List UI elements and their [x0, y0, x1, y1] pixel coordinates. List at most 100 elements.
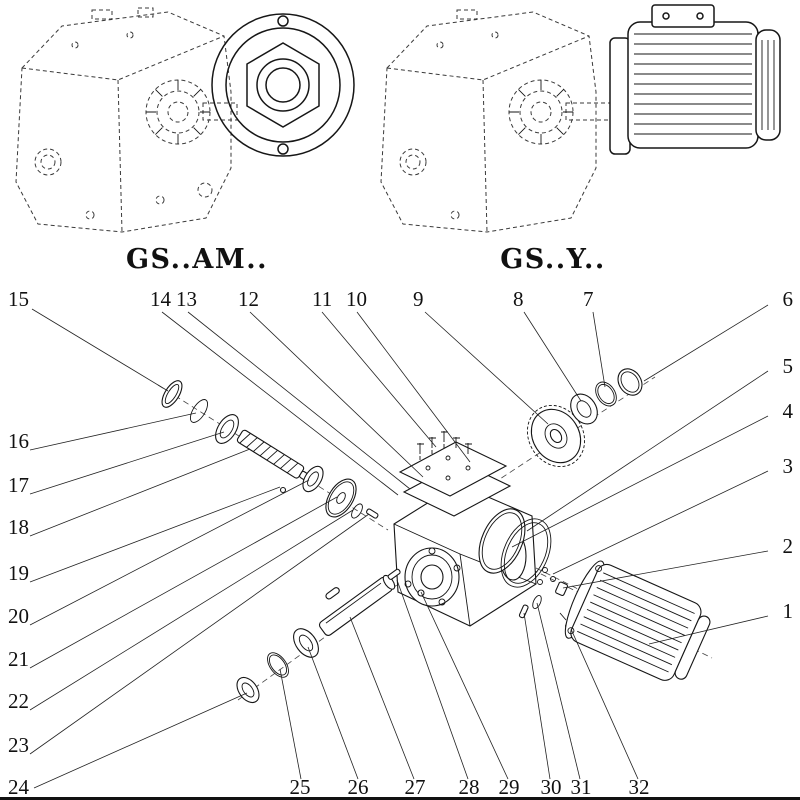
callout-27: 27 [405, 775, 426, 799]
motor-y-drawing [609, 4, 781, 155]
leader-line-7 [592, 311, 606, 388]
bearing-17 [215, 414, 239, 444]
callout-1: 1 [783, 599, 794, 623]
callout-9: 9 [413, 287, 424, 311]
pin-19 [279, 486, 287, 494]
leader-line-6 [643, 304, 769, 382]
callout-17: 17 [8, 473, 29, 497]
callout-15: 15 [8, 287, 29, 311]
leader-line-32 [570, 628, 639, 780]
callout-10: 10 [346, 287, 367, 311]
leader-line-10 [356, 311, 471, 463]
gearbox-am-hub-hatch [146, 80, 210, 144]
callout-6: 6 [783, 287, 794, 311]
leader-line-2 [562, 550, 769, 589]
callout-28: 28 [459, 775, 480, 799]
leader-line-1 [648, 615, 769, 645]
callout-26: 26 [348, 775, 369, 799]
motor-1 [564, 560, 711, 681]
callout-4: 4 [783, 399, 794, 423]
flange-5 [478, 508, 526, 574]
seal-ring-15 [161, 380, 183, 408]
helical-gear-9 [526, 404, 586, 468]
leader-line-30 [523, 612, 551, 780]
variant-label-am: GS..AM.. [126, 244, 268, 275]
callout-13: 13 [176, 287, 197, 311]
callout-16: 16 [8, 429, 29, 453]
key-28 [387, 568, 401, 580]
leader-lines [29, 304, 769, 789]
callout-3: 3 [783, 454, 794, 478]
callout-22: 22 [8, 689, 29, 713]
callout-29: 29 [499, 775, 520, 799]
leader-line-26 [307, 646, 359, 780]
leader-line-12 [249, 311, 424, 478]
leader-line-29 [420, 591, 509, 780]
leader-line-22 [29, 509, 354, 711]
shaft-key [325, 587, 340, 600]
leader-line-3 [552, 470, 769, 575]
gasket-4 [500, 518, 552, 588]
leader-line-27 [349, 616, 415, 780]
pin-29 [417, 589, 425, 597]
callout-18: 18 [8, 515, 29, 539]
cover-plate-assembly [398, 431, 512, 517]
key-23 [366, 508, 379, 519]
leader-line-19 [29, 486, 281, 583]
gearbox-y-hub-hatch [509, 80, 573, 144]
circlip-7 [595, 381, 617, 407]
bearing-26 [293, 628, 319, 658]
leader-line-23 [29, 513, 370, 755]
ring-6 [617, 368, 643, 396]
leader-line-18 [29, 448, 251, 537]
leader-line-13 [187, 311, 411, 490]
pin-30 [518, 604, 529, 619]
circlip-25 [267, 652, 289, 678]
gear-disk-21 [325, 478, 357, 518]
callout-numbers: 15 14 13 12 11 10 9 8 7 6 5 4 3 2 1 16 1… [8, 287, 794, 799]
callout-11: 11 [312, 287, 332, 311]
plug-2 [555, 581, 569, 597]
variant-label-y: GS..Y.. [500, 244, 606, 275]
callout-30: 30 [541, 775, 562, 799]
callout-23: 23 [8, 733, 29, 757]
leader-line-9 [424, 311, 549, 425]
gearbox-y-drawing [380, 9, 611, 233]
gearbox-am-flange [211, 13, 355, 157]
leader-line-28 [396, 579, 469, 780]
leader-line-24 [33, 692, 248, 789]
callout-31: 31 [571, 775, 592, 799]
bearing-20 [302, 465, 324, 493]
leader-line-25 [279, 668, 302, 780]
callout-14: 14 [150, 287, 172, 311]
leader-line-17 [29, 431, 225, 495]
callout-21: 21 [8, 647, 29, 671]
callout-7: 7 [583, 287, 594, 311]
leader-line-21 [29, 496, 338, 669]
circlip-16 [189, 399, 209, 423]
bolts-3 [537, 567, 556, 585]
leader-line-15 [31, 308, 169, 392]
leader-line-20 [29, 479, 310, 626]
callout-25: 25 [290, 775, 311, 799]
callout-24: 24 [8, 775, 30, 799]
leader-line-11 [321, 311, 437, 448]
callout-2: 2 [783, 534, 794, 558]
leader-line-14 [161, 311, 399, 496]
leader-line-8 [523, 311, 582, 402]
leader-line-5 [526, 370, 769, 532]
callout-5: 5 [783, 354, 794, 378]
callout-8: 8 [513, 287, 524, 311]
callout-12: 12 [238, 287, 259, 311]
washer-24 [236, 676, 260, 704]
callout-19: 19 [8, 561, 29, 585]
ring-22 [351, 503, 363, 519]
gearbox-am-drawing [15, 7, 238, 233]
callout-32: 32 [629, 775, 650, 799]
callout-20: 20 [8, 604, 29, 628]
leader-line-31 [536, 602, 581, 780]
output-shaft-27 [318, 574, 396, 636]
washer-31 [532, 594, 542, 610]
